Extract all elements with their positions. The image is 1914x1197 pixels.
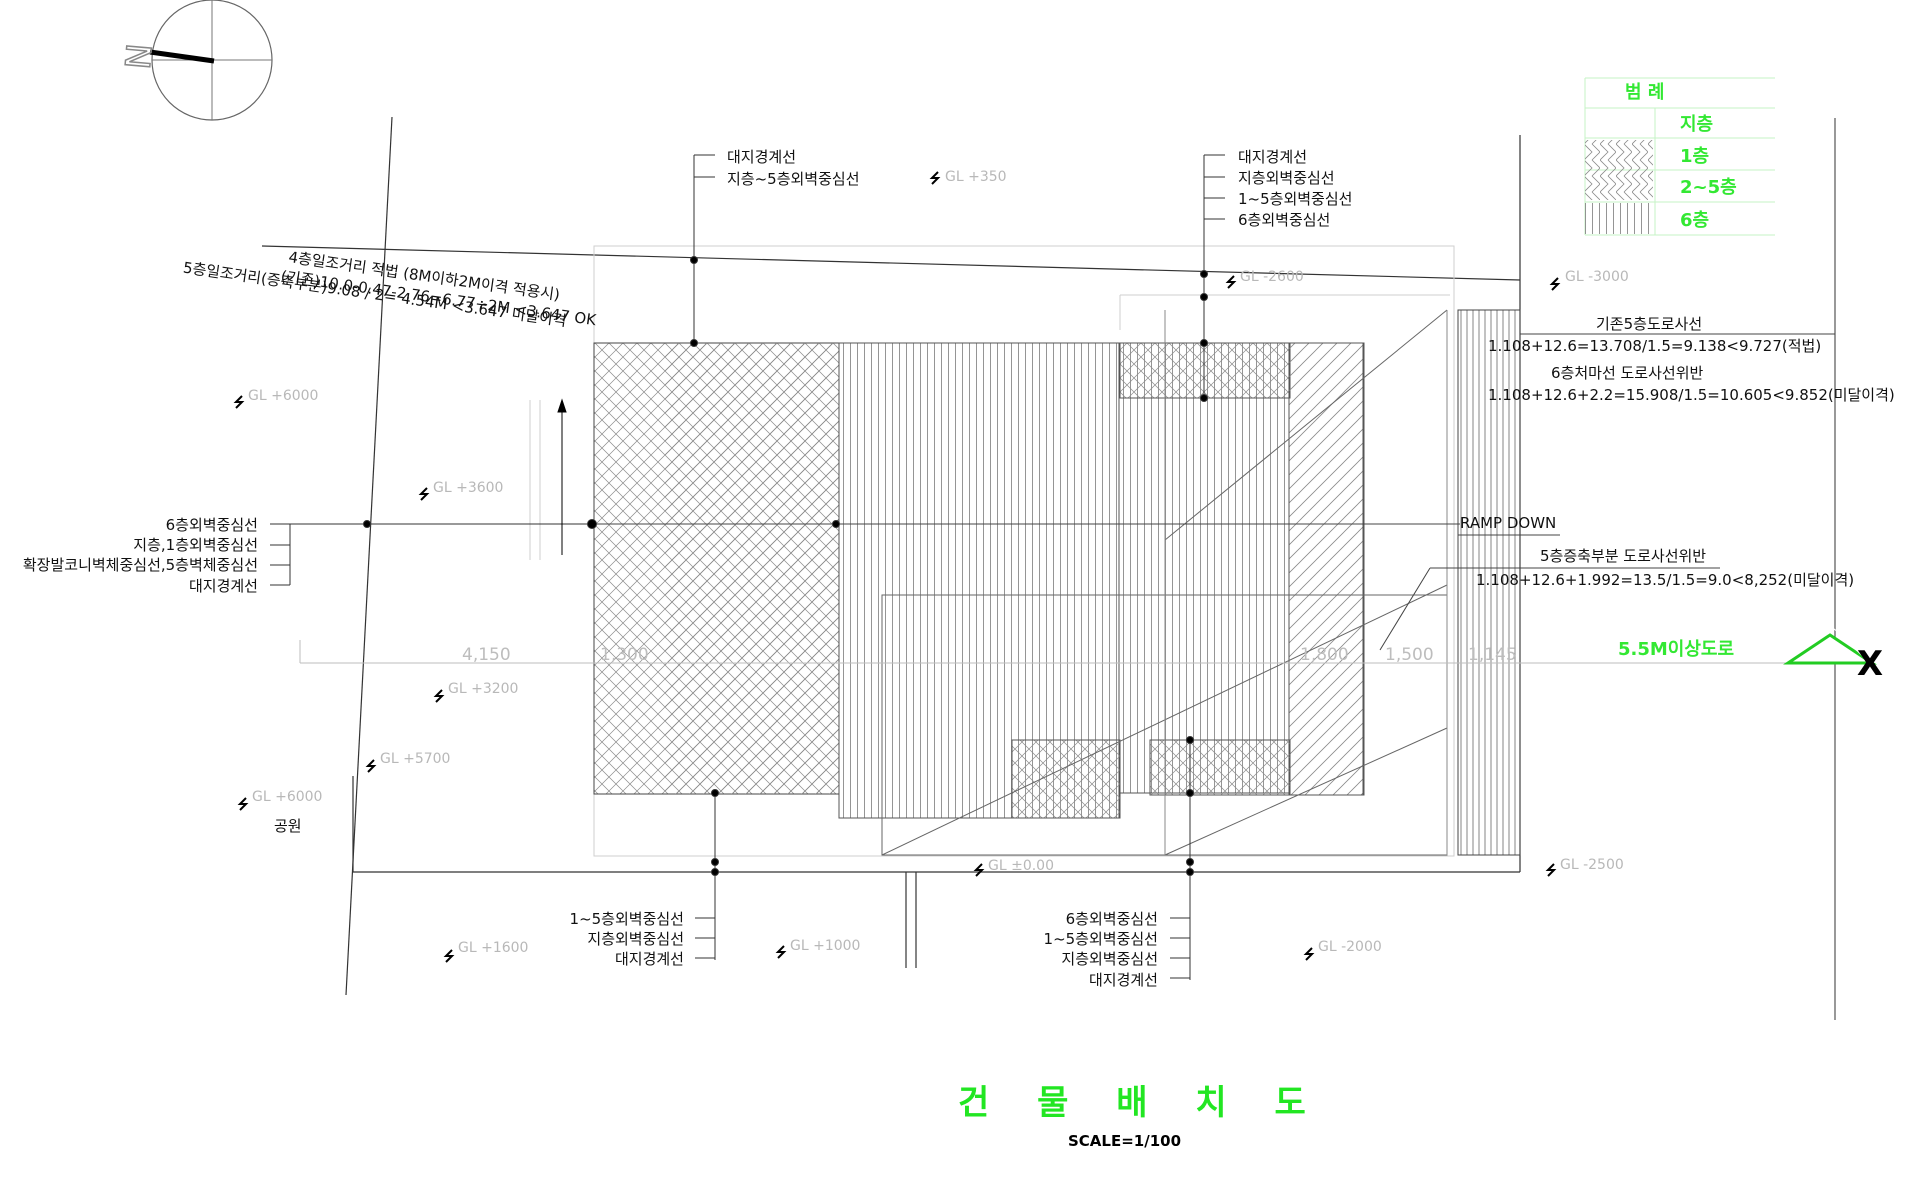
section-marker-label: X: [1857, 644, 1883, 684]
callout-label: 6층외벽중심선: [1238, 211, 1330, 229]
road-notes: 기존5층도로사선 1.108+12.6=13.708/1.5=9.138<9.7…: [1476, 315, 1895, 589]
road-note-line: 기존5층도로사선: [1596, 315, 1702, 333]
road-note-line: 1.108+12.6+1.992=13.5/1.5=9.0<8,252(미달이격…: [1476, 571, 1854, 589]
ground-level-label: GL -2600: [1240, 269, 1304, 285]
ground-level-label: GL +6000: [252, 789, 322, 805]
ground-level-label: GL -2500: [1560, 857, 1624, 873]
callout-label: 확장발코니벽체중심선,5층벽체중심선: [23, 556, 258, 574]
ground-level-label: GL +6000: [248, 388, 318, 404]
legend-item-label: 6층: [1680, 210, 1709, 231]
dimension-value: 1,300: [600, 645, 649, 665]
dimension-value: 1,500: [1385, 645, 1434, 665]
park-label: 공원: [274, 817, 302, 835]
dimension-value: 4,150: [462, 645, 511, 665]
road-note-line: 5층증축부분 도로사선위반: [1540, 547, 1706, 565]
callout-bottom-right: 6층외벽중심선 1~5층외벽중심선 지층외벽중심선 대지경계선: [1044, 910, 1158, 989]
section-marker: X: [1783, 624, 1883, 684]
ground-level-label: GL -3000: [1565, 269, 1629, 285]
ground-level-label: GL +350: [945, 169, 1007, 185]
callout-label: 대지경계선: [189, 577, 258, 595]
drawing-scale: SCALE=1/100: [1068, 1132, 1181, 1150]
ground-level-label: GL +1600: [458, 940, 528, 956]
callout-label: 지층,1층외벽중심선: [133, 536, 258, 554]
callout-label: 1~5층외벽중심선: [570, 910, 684, 928]
callout-label: 6층외벽중심선: [166, 516, 258, 534]
north-arrow: N: [118, 0, 273, 121]
callout-top-left: 대지경계선 지층~5층외벽중심선: [727, 148, 860, 188]
setback-note: 4층일조거리 적법 (8M이하2M이격 적용시) (기존)10.0-0.47-2…: [182, 248, 598, 330]
dimension-value: 1,145: [1468, 645, 1517, 665]
ground-level-marks: GL +350 GL -2600 GL -3000 GL +6000 GL +3…: [248, 169, 1629, 956]
callout-bottom-left: 1~5층외벽중심선 지층외벽중심선 대지경계선: [570, 910, 684, 968]
legend-header: 범 례: [1625, 82, 1664, 103]
road-note-line: 1.108+12.6+2.2=15.908/1.5=10.605<9.852(미…: [1488, 386, 1895, 404]
callout-left: 6층외벽중심선 지층,1층외벽중심선 확장발코니벽체중심선,5층벽체중심선 대지…: [23, 516, 258, 595]
callout-label: 6층외벽중심선: [1066, 910, 1158, 928]
callout-label: 대지경계선: [1089, 971, 1158, 989]
up-arrow: [557, 398, 567, 555]
leader-lines: [270, 154, 1225, 980]
legend: 범 례 지층 1층 2~5층 6층: [1584, 77, 1775, 236]
ground-level-label: GL ±0.00: [988, 858, 1054, 874]
ramp-label: RAMP DOWN: [1460, 514, 1556, 532]
ground-level-label: GL +1000: [790, 938, 860, 954]
dimension-value: 1,800: [1300, 645, 1349, 665]
dimension-line: [299, 640, 1830, 664]
ground-level-symbols: [233, 171, 1561, 963]
callout-label: 대지경계선: [1238, 148, 1307, 166]
callout-label: 지층외벽중심선: [587, 930, 684, 948]
callout-label: 대지경계선: [615, 950, 684, 968]
callout-label: 지층외벽중심선: [1238, 169, 1335, 187]
north-label: N: [119, 42, 161, 71]
callout-top-right: 대지경계선 지층외벽중심선 1~5층외벽중심선 6층외벽중심선: [1238, 148, 1352, 229]
ground-level-label: GL +3200: [448, 681, 518, 697]
callout-label: 대지경계선: [727, 148, 796, 166]
legend-item-label: 2~5층: [1680, 177, 1737, 198]
ground-level-label: GL +3600: [433, 480, 503, 496]
callout-label: 지층~5층외벽중심선: [727, 170, 860, 188]
road-lines: [1379, 333, 1835, 651]
callout-label: 1~5층외벽중심선: [1238, 190, 1352, 208]
building-footprint: [360, 309, 1521, 856]
road-label: 5.5M이상도로: [1618, 639, 1734, 660]
drawing-title: 건 물 배 치 도: [958, 1083, 1324, 1123]
legend-item-label: 지층: [1680, 114, 1713, 135]
callout-label: 지층외벽중심선: [1061, 950, 1158, 968]
ground-level-label: GL +5700: [380, 751, 450, 767]
ground-level-label: GL -2000: [1318, 939, 1382, 955]
dimension-texts: 4,150 1,300 1,800 1,500 1,145: [462, 645, 1517, 665]
road-note-line: 6층처마선 도로사선위반: [1551, 364, 1704, 382]
callout-label: 1~5층외벽중심선: [1044, 930, 1158, 948]
road-note-line: 1.108+12.6=13.708/1.5=9.138<9.727(적법): [1488, 337, 1821, 355]
legend-item-label: 1층: [1680, 146, 1709, 167]
